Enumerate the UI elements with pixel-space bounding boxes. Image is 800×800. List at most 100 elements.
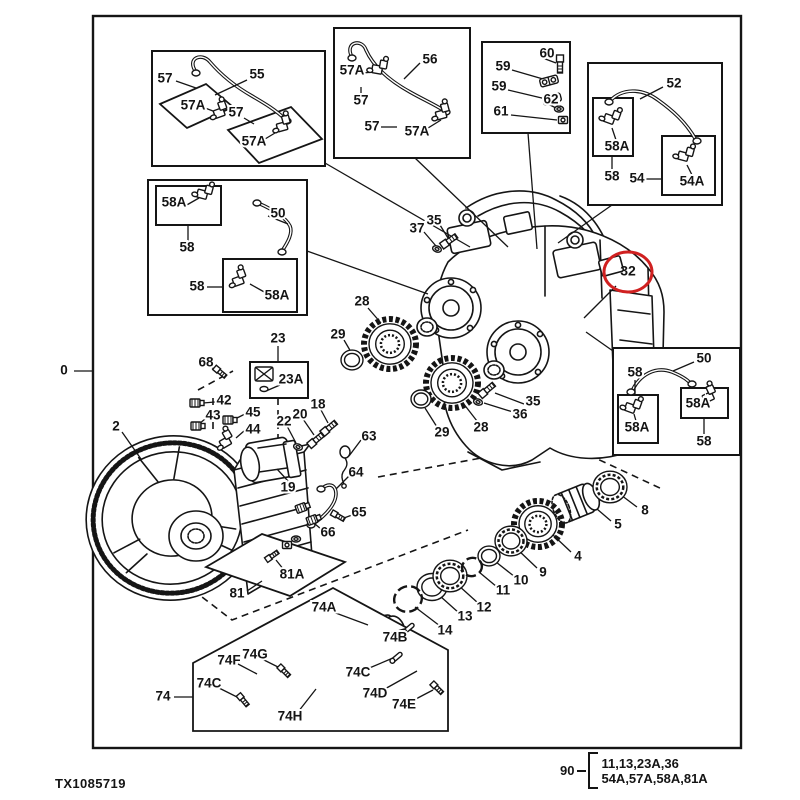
ellipse-shape	[556, 107, 562, 111]
part-fitting-art	[216, 425, 233, 451]
ellipse-shape	[431, 115, 439, 122]
inner-box-54A	[661, 135, 716, 196]
tube-end-fitting	[687, 380, 697, 388]
circle-shape	[616, 106, 623, 114]
part-label-74A: 74A	[312, 600, 337, 615]
tube-end-fitting	[252, 199, 262, 207]
part-label-58: 58	[179, 240, 195, 255]
leader-line	[633, 413, 637, 422]
circle-shape	[389, 657, 396, 664]
ellipse-shape	[460, 556, 484, 578]
leader-line	[175, 80, 197, 89]
ref-note-lines: 11,13,23A,36 54A,57A,58A,81A	[601, 756, 707, 786]
part-bearing-art	[592, 470, 628, 504]
part-label-59: 59	[491, 79, 506, 94]
rect-shape	[324, 419, 339, 433]
part-gear-art	[511, 497, 565, 551]
part-fitting-art	[191, 181, 216, 200]
ellipse-shape	[480, 548, 498, 564]
ellipse-shape	[434, 246, 440, 252]
path-shape	[307, 515, 317, 525]
ellipse-shape	[511, 497, 565, 551]
part-label-81A: 81A	[280, 567, 305, 582]
part-label-28: 28	[473, 420, 489, 435]
part-label-29: 29	[434, 425, 449, 440]
leader-line	[507, 89, 547, 100]
panel-81A	[203, 533, 348, 597]
circle-shape	[541, 79, 548, 86]
path-shape	[257, 202, 292, 252]
part-label-10: 10	[513, 573, 528, 588]
part-label-58: 58	[627, 365, 643, 380]
path-shape	[191, 399, 199, 407]
tube-end-fitting	[347, 54, 357, 62]
tube-end-fitting	[191, 69, 201, 77]
circle-art	[534, 368, 542, 376]
detail-box-74	[192, 586, 449, 732]
ellipse-shape	[295, 444, 301, 450]
circle-shape	[282, 110, 289, 117]
pilot-pump-art	[239, 436, 302, 484]
part-label-50: 50	[270, 206, 285, 221]
part-fitting-art	[619, 395, 644, 414]
path-shape	[254, 366, 274, 382]
leader-line	[366, 657, 394, 670]
circle-shape	[341, 483, 347, 489]
ellipse-shape	[366, 67, 374, 74]
part-fitting-art	[228, 264, 247, 289]
assembly-axis-dashed-line	[377, 442, 663, 490]
part-label-61: 61	[493, 104, 509, 119]
ellipse-shape	[423, 355, 481, 411]
leader-line	[332, 611, 369, 626]
leader-line	[286, 425, 297, 444]
part-label-74G: 74G	[242, 647, 268, 662]
leader-line	[324, 162, 471, 248]
path-art	[467, 451, 541, 471]
path-shape	[436, 687, 444, 695]
leader-line	[335, 475, 350, 490]
leader-line	[583, 285, 617, 319]
ellipse-shape	[619, 404, 627, 411]
circle-art	[442, 299, 460, 317]
circle-art	[462, 213, 472, 223]
part-plug-art	[189, 398, 205, 408]
part-label-74F: 74F	[217, 653, 240, 668]
leader-line	[302, 418, 315, 436]
leader-line	[686, 164, 693, 176]
ellipse-shape	[259, 385, 269, 393]
part-plug-art	[190, 421, 206, 431]
part-label-58: 58	[189, 279, 205, 294]
part-washer-art	[431, 245, 443, 253]
path-shape	[557, 65, 563, 73]
ellipse-shape	[272, 127, 280, 134]
part-label-57: 57	[228, 105, 243, 120]
rect-shape	[314, 513, 323, 522]
leader-line	[403, 62, 421, 80]
path-shape	[328, 420, 338, 429]
part-fitting-art	[431, 98, 450, 122]
path-shape	[224, 416, 232, 424]
leader-line	[237, 663, 258, 675]
part-label-58A: 58A	[265, 288, 290, 303]
part-washer-art	[290, 535, 302, 543]
part-label-74C: 74C	[346, 665, 371, 680]
leader-line	[596, 508, 612, 522]
part-fitting-art	[366, 55, 390, 75]
part-label-32: 32	[620, 263, 636, 279]
leader-line	[276, 468, 289, 482]
ellipse-shape	[339, 445, 351, 459]
tube-end-fitting	[692, 137, 702, 145]
circle-shape	[237, 264, 244, 271]
part-label-74: 74	[155, 689, 171, 704]
tube-art	[604, 89, 702, 145]
leader-line	[246, 580, 263, 592]
part-label-50: 50	[696, 351, 711, 366]
part-label-9: 9	[539, 565, 547, 580]
tube-art	[626, 368, 697, 396]
circle-shape	[218, 96, 225, 103]
part-label-11: 11	[496, 583, 511, 598]
leader-line	[527, 132, 538, 250]
rect-shape	[311, 431, 326, 445]
path-art	[113, 446, 237, 574]
